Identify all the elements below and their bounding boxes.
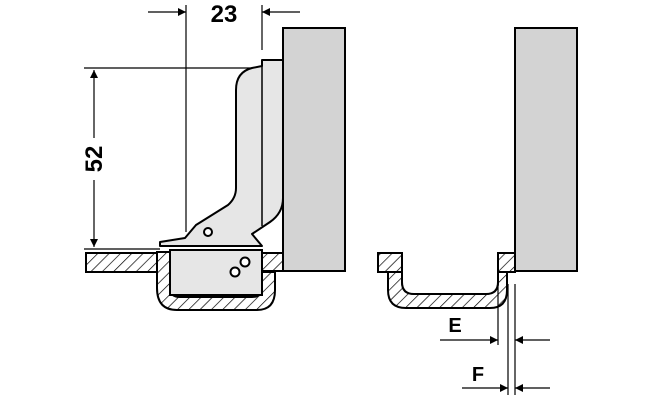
right-cabinet-side [377, 252, 516, 273]
height-label: 52 [81, 146, 108, 173]
f-label: F [472, 364, 484, 386]
left-door-panel [282, 27, 346, 272]
hinge-cup [169, 249, 263, 296]
cup-screw-bottom [229, 266, 241, 278]
cup-screw-top [239, 256, 251, 268]
right-view: E F [377, 27, 578, 395]
right-door-panel [514, 27, 578, 272]
left-view: 23 52 [78, 1, 346, 311]
width-dimension: 23 [148, 1, 300, 232]
e-label: E [448, 315, 461, 337]
width-label: 23 [211, 1, 238, 28]
hinge-pivot [203, 227, 213, 237]
hinge-arm [159, 59, 284, 247]
height-dimension: 52 [78, 67, 252, 250]
e-f-dimensions: E F [440, 282, 550, 395]
